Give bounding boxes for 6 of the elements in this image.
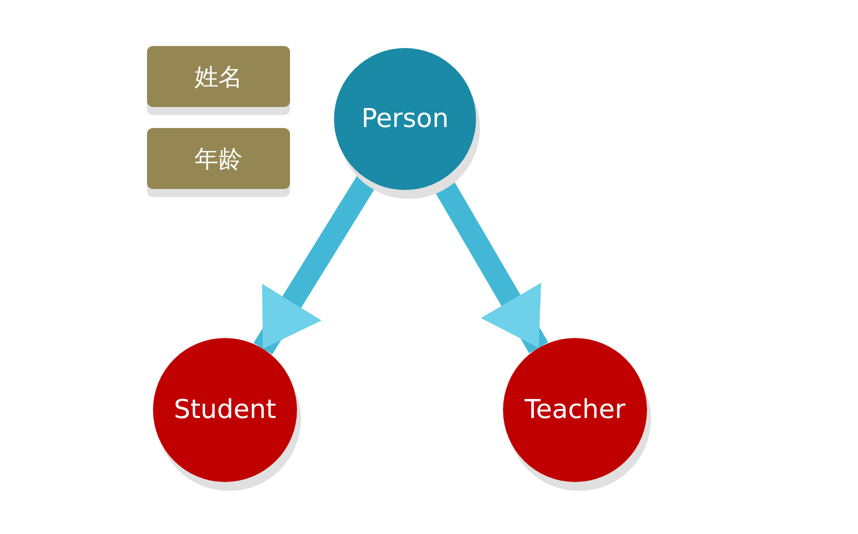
label-box: 姓名 [147,46,290,107]
label-box: 年龄 [147,128,290,189]
class-circle: Teacher [503,338,647,482]
arrow [254,174,377,355]
class-circle: Student [153,338,297,482]
class-circle: Person [334,48,476,190]
